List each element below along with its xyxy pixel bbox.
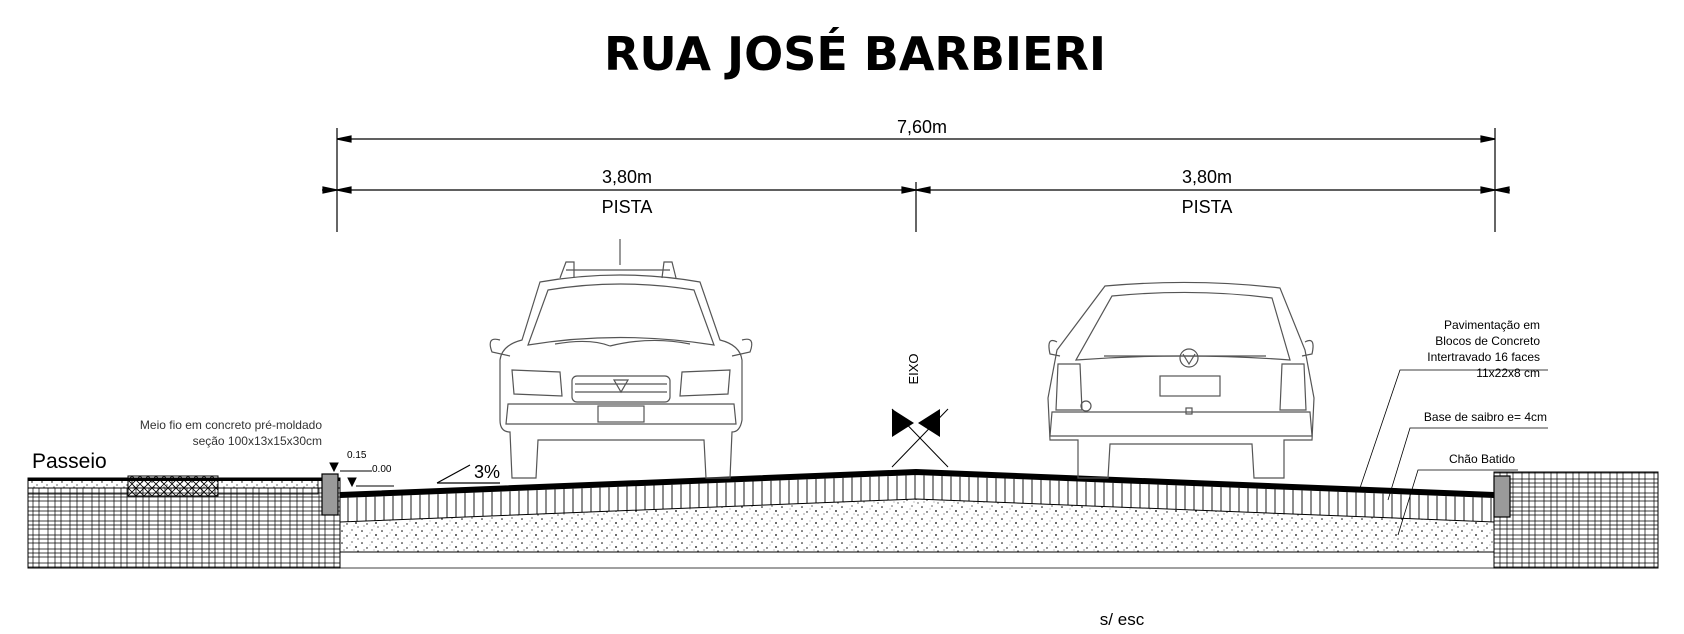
right-lane-width-label: 3,80m (1182, 167, 1232, 187)
pavement-note-line4: 11x22x8 cm (1476, 366, 1540, 380)
base-note: Base de saibro e= 4cm (1424, 410, 1547, 424)
level-top-label: 0.15 (347, 450, 367, 461)
level-marks (329, 462, 394, 488)
pavement-note-line3: Intertravado 16 faces (1427, 350, 1540, 364)
axis-symbol (891, 408, 949, 468)
leader-lines (1359, 369, 1548, 536)
scale-note: s/ esc (1100, 610, 1145, 629)
road-layers (339, 468, 1495, 569)
pavement-note-line1: Pavimentação em (1444, 318, 1540, 332)
total-width-label: 7,60m (897, 117, 947, 137)
pavement-note-line2: Blocos de Concreto (1435, 334, 1540, 348)
slope-label: 3% (474, 462, 500, 482)
dimension-lines (322, 128, 1510, 232)
sidewalk-label: Passeio (32, 450, 107, 473)
left-lane-width-label: 3,80m (602, 167, 652, 187)
drawing-title: RUA JOSÉ BARBIERI (604, 27, 1106, 81)
axis-label: EIXO (906, 353, 921, 384)
right-curb (1493, 475, 1511, 518)
left-sidewalk (27, 475, 341, 569)
curb-note-line2: seção 100x13x15x30cm (193, 434, 322, 448)
left-lane-label: PISTA (602, 197, 653, 217)
car-rear-view (1047, 281, 1315, 479)
soil-note: Chão Batido (1449, 452, 1515, 466)
level-bottom-label: 0.00 (372, 464, 392, 475)
right-sidewalk (1493, 471, 1659, 569)
left-curb (321, 473, 339, 516)
car-front-view (489, 239, 753, 479)
right-lane-label: PISTA (1182, 197, 1233, 217)
slope-indicator (436, 464, 500, 484)
curb-note-line1: Meio fio em concreto pré-moldado (140, 418, 322, 432)
